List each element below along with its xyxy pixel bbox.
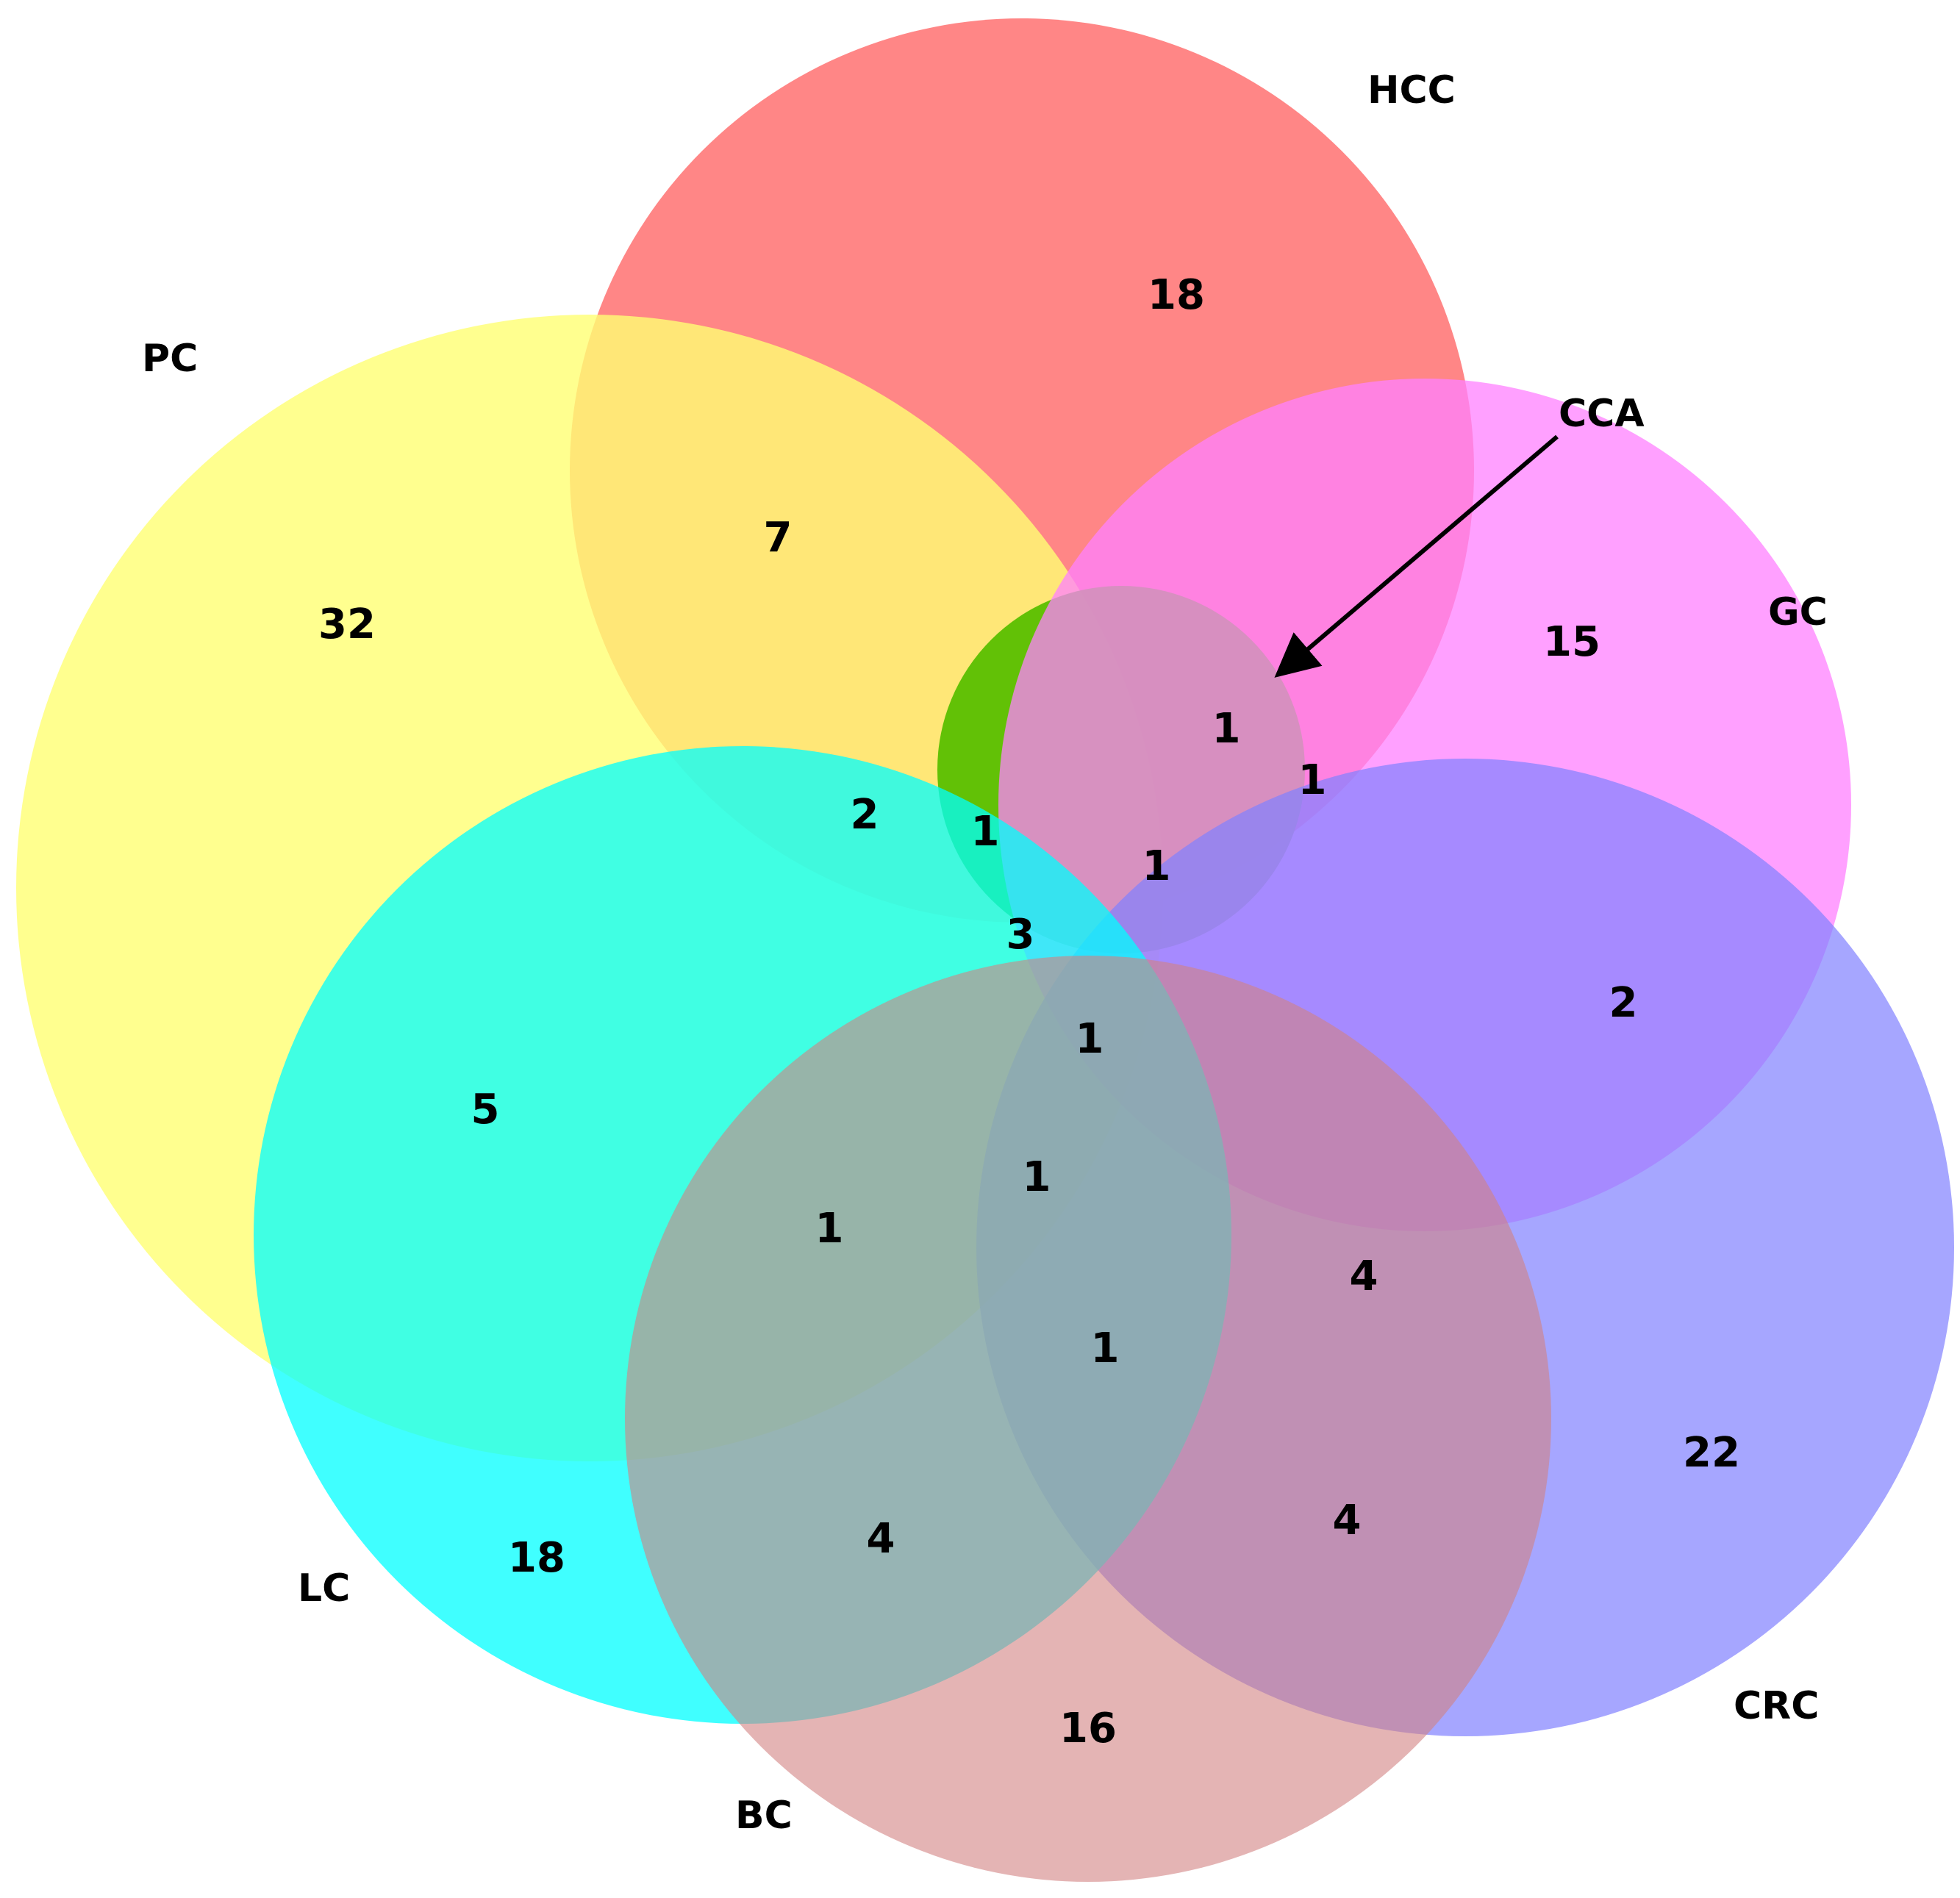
count-pc-lc-gc-crc: 1 — [1076, 1015, 1104, 1063]
count-pc-lc-bc-crc: 1 — [1023, 1153, 1051, 1201]
count-cca-gc-hcc: 1 — [1212, 705, 1241, 753]
count-pc-hcc: 7 — [764, 514, 793, 562]
gc-label: GC — [1768, 590, 1828, 634]
count-crc-only: 22 — [1683, 1429, 1740, 1477]
crc-label: CRC — [1734, 1684, 1819, 1728]
count-bc-crc: 4 — [1333, 1497, 1362, 1544]
count-pc-lc-bc: 1 — [815, 1205, 844, 1253]
count-pc-lc: 5 — [471, 1086, 500, 1134]
count-lc-only: 18 — [508, 1534, 565, 1582]
cca-label: CCA — [1559, 392, 1645, 436]
count-hcc-only: 18 — [1148, 271, 1205, 319]
count-lc-bc: 4 — [867, 1515, 895, 1563]
bc-label: BC — [735, 1794, 793, 1838]
count-center: 3 — [1006, 911, 1035, 959]
count-gc-hcc-crc: 1 — [1298, 756, 1327, 804]
count-cca-pc-hcc-lc: 1 — [971, 808, 1000, 856]
count-gc-only: 15 — [1543, 618, 1600, 666]
count-gc-crc-bc: 4 — [1350, 1253, 1378, 1300]
pc-label: PC — [142, 337, 198, 381]
count-bc-only: 16 — [1059, 1705, 1117, 1752]
count-pc-only: 32 — [318, 601, 376, 648]
hcc-label: HCC — [1367, 68, 1456, 112]
cca-pointer-arrow — [1274, 434, 1559, 678]
count-cca-gc-crc: 1 — [1142, 842, 1171, 890]
count-gc-crc: 2 — [1609, 979, 1638, 1027]
count-pc-hcc-lc: 2 — [851, 791, 879, 839]
lc-label: LC — [298, 1566, 350, 1611]
bc-set-circle — [625, 956, 1551, 1882]
count-lc-bc-crc: 1 — [1091, 1325, 1120, 1372]
